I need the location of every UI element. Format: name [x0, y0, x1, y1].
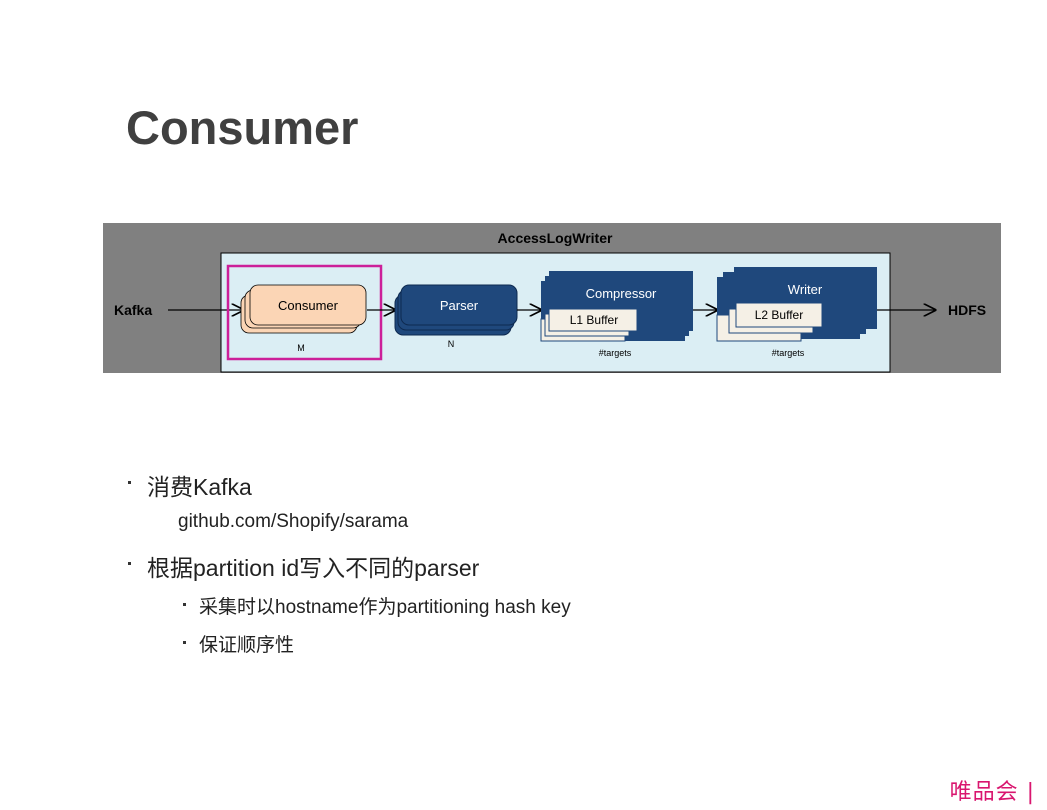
writer-count: #targets [772, 348, 805, 358]
writer-label: Writer [788, 282, 823, 297]
hdfs-label: HDFS [948, 302, 986, 318]
bullet-dot [183, 641, 186, 644]
brand-logo: 唯品会 | [949, 780, 1035, 805]
bullet-sub-text: github.com/Shopify/sarama [178, 511, 409, 532]
bullet-dot [183, 603, 186, 606]
l2-buffer-box [735, 302, 823, 328]
consumer-label: Consumer [278, 298, 339, 313]
page-title: Consumer [126, 101, 359, 154]
compressor-label: Compressor [586, 286, 657, 301]
compressor-count: #targets [599, 348, 632, 358]
l1-buffer-box [548, 308, 638, 332]
parser-count: N [448, 339, 455, 349]
parser-label: Parser [440, 298, 479, 313]
kafka-label: Kafka [114, 302, 152, 318]
l1-buffer-label: L1 Buffer [570, 313, 618, 327]
parser-box [400, 284, 518, 326]
bullet-subitem: 采集时以hostname作为partitioning hash key [199, 597, 571, 618]
consumer-count: M [297, 343, 305, 353]
consumer-highlight [226, 264, 383, 361]
bullet-item: 消费Kafka [147, 474, 252, 500]
bullet-dot [128, 562, 131, 565]
bullet-dot [128, 481, 131, 484]
consumer-box [249, 284, 367, 326]
container-label: AccessLogWriter [498, 230, 613, 246]
bullet-subitem: 保证顺序性 [199, 635, 295, 656]
architecture-diagram: AccessLogWriter Kafka Consumer M Parser … [103, 223, 1001, 373]
l2-buffer-label: L2 Buffer [755, 308, 803, 322]
diagram-svg: AccessLogWriter Kafka Consumer M Parser … [114, 230, 986, 373]
bullet-item: 根据partition id写入不同的parser [147, 555, 480, 581]
